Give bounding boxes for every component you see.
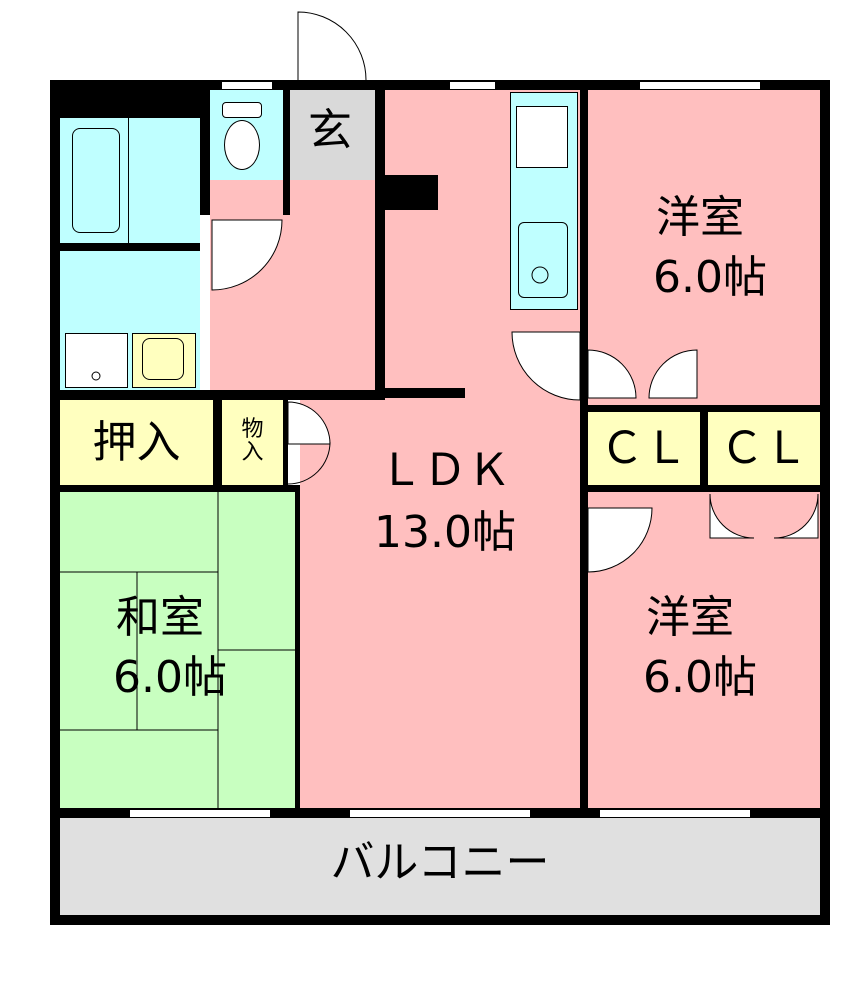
wall <box>375 90 385 390</box>
window <box>600 809 750 818</box>
wall <box>60 243 200 251</box>
room2-door-swing <box>587 507 653 573</box>
ldk <box>300 400 580 808</box>
ldk-door-swing <box>511 331 581 401</box>
wall <box>213 400 222 485</box>
bathroom <box>60 118 200 243</box>
closet-1-label: ＣＬ <box>600 423 688 474</box>
washer-drain <box>91 371 101 381</box>
wall <box>700 412 708 485</box>
hallway-lower <box>200 215 210 390</box>
oshiire <box>60 400 213 485</box>
western-room-2-name: 洋室 <box>646 592 734 643</box>
sink-drain <box>531 266 549 284</box>
wall <box>375 388 465 398</box>
washing-machine-pan <box>65 333 128 388</box>
wall <box>283 90 290 215</box>
japanese-room-size: 6.0帖 <box>113 652 227 703</box>
closet-door-swing <box>709 493 755 539</box>
oshiire-label: 押入 <box>92 417 181 468</box>
entrance <box>290 90 375 180</box>
ldk-label: ＬＤＫ <box>379 445 511 496</box>
storage <box>222 400 283 485</box>
room1-door-swing <box>648 349 698 399</box>
sink <box>518 222 568 298</box>
storage-door-swing <box>287 401 331 445</box>
western-room-1 <box>588 90 820 405</box>
wall <box>588 485 820 492</box>
front-door-swing <box>297 11 367 81</box>
toilet-tank <box>222 102 262 118</box>
wall <box>200 90 210 215</box>
window <box>640 81 760 90</box>
closet-2 <box>708 412 820 485</box>
wall <box>295 492 300 808</box>
storage-door-swing <box>287 441 331 485</box>
wall <box>588 405 820 412</box>
balcony <box>60 818 820 915</box>
room1-door-swing <box>587 349 637 399</box>
storage-label: 物入 <box>241 417 264 466</box>
closet-2-label: ＣＬ <box>720 423 808 474</box>
western-room-1-size: 6.0帖 <box>653 252 767 303</box>
wall <box>60 485 300 492</box>
closet-1 <box>588 412 700 485</box>
basin-bowl <box>142 338 184 380</box>
entrance-label: 玄 <box>308 105 352 156</box>
sb-wall <box>378 175 438 210</box>
toilet-bowl <box>224 120 260 170</box>
toilet-door-swing <box>211 219 283 291</box>
balcony-label: バルコニー <box>330 837 550 888</box>
window <box>450 81 495 90</box>
western-room-1-name: 洋室 <box>656 192 744 243</box>
bathtub <box>72 128 120 233</box>
wall <box>60 390 300 400</box>
japanese-room-name: 和室 <box>116 592 204 643</box>
window <box>130 809 270 818</box>
window <box>222 81 272 90</box>
western-room-2-size: 6.0帖 <box>643 652 757 703</box>
window <box>350 809 530 818</box>
wall <box>580 90 588 808</box>
bathtub-edge <box>128 118 129 243</box>
ldk-size: 13.0帖 <box>374 507 516 558</box>
stove <box>516 106 568 168</box>
closet-door-swing <box>773 493 819 539</box>
